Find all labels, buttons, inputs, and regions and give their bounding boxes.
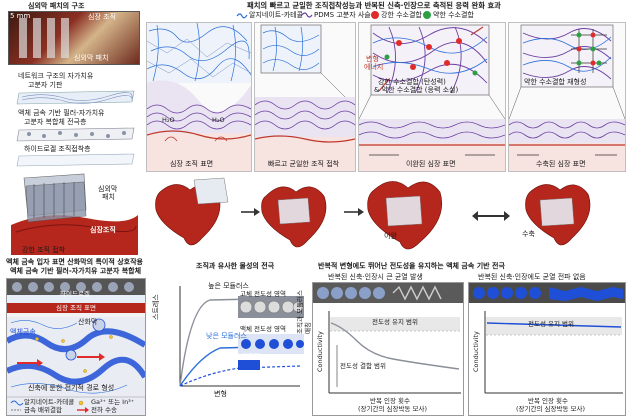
bottom-left-drawing (7, 279, 145, 415)
legend-charge-label: 전하 수송 (91, 406, 117, 414)
pdms-legend-icon (301, 12, 313, 18)
chart-b-xlabel-a: 반복 인장 횟수 (528, 397, 569, 405)
tissue-modulus-label-b: 매칭 (304, 322, 312, 334)
strong-weak-bond-label-b: & 약한 수소결합 (응력 소실) (374, 86, 459, 94)
heart-tissue-side-label: 심장조직 (90, 226, 116, 234)
epicardial-side-label: 심외막 (98, 185, 118, 193)
low-modulus-label: 낮은 모듈러스 (206, 332, 247, 340)
patch-on-heart-drawing (11, 173, 138, 255)
chart-a-defect-range: 전도성 결함 범위 (340, 362, 386, 370)
hearts-row-drawing (155, 177, 591, 250)
bottom-heart-surface-label: 심장 조직 표면 (56, 304, 97, 312)
chart-b-keep-range: 전도성 유지 범위 (528, 320, 574, 328)
chart-b-ylabel: Conductivity (472, 331, 480, 372)
contracted-surface-label: 수축된 심장 표면 (536, 160, 586, 168)
fast-adhesion-label: 빠르고 균일한 조직 접착 (268, 160, 340, 168)
strong-weak-bond-label-a: 강한 수소결합 (탄성력) (378, 78, 446, 86)
stress-strain-drawing (179, 286, 304, 387)
panel-fast-adhesion (254, 22, 356, 172)
liquid-region-label: 액체 전도성 영역 (240, 325, 286, 333)
panel3-drawing (359, 24, 505, 171)
panel4-drawing (509, 24, 625, 171)
panel2-drawing (255, 24, 355, 171)
polymer-substrate-label: 고분자 기판 (28, 81, 63, 89)
heart-tissue-label: 심장 조직 (88, 13, 116, 21)
patch-side-label: 패치 (102, 193, 115, 201)
heart-surface-label: 심장 조직 표면 (170, 160, 214, 168)
panel-heart-surface (146, 22, 252, 172)
relax-label: 이완 (384, 232, 397, 240)
conductivity-chart-b (468, 282, 626, 416)
bottom-right-sub-b: 반복된 신축·인장에도 균열 전파 없음 (478, 273, 586, 281)
conductivity-chart-a (312, 282, 464, 416)
bottom-right-title: 반복적 변형에도 뛰어난 전도성을 유지하는 액체 금속 기반 전극 (318, 262, 505, 270)
strong-adhesion-label: 강한 조직 접착 (22, 246, 66, 254)
legend-alginate-bottom: 알지네이트-카테콜 (24, 398, 75, 406)
patch-structure-title: 심외막 패치의 구조 (28, 2, 85, 10)
tissue-modulus-label-a: 조직과 모듈러스 (296, 290, 304, 334)
relaxed-surface-label: 이완된 심장 표면 (406, 160, 456, 168)
hydrogel-layer-drawing (16, 153, 135, 167)
electrode-layer-drawing (16, 127, 135, 142)
panel1-drawing (147, 23, 251, 171)
epicardial-patch-label: 심외막 패치 (74, 54, 109, 62)
polymer-legend-label: 고분자 (242, 352, 260, 360)
bottom-left-title-b: 액체 금속 기반 필러-자가치유 고분자 복합체 (10, 267, 142, 275)
composite-electrode-label: 고분자 복합체 전극층 (24, 118, 87, 126)
strong-bond-legend-icon (371, 11, 379, 19)
bottom-mid-title: 조직과 유사한 물성의 전극 (196, 262, 275, 270)
strain-axis-label: 변형 (214, 390, 227, 398)
legend-pdms-label: PDMS 고분자 사슬 (314, 11, 371, 19)
bottom-left-title-a: 액체 금속 입자 표면 산화막의 특이적 상호작용 (6, 258, 143, 266)
chart-a-drawing (313, 283, 463, 394)
solid-region-label: 고체 전도성 영역 (240, 290, 286, 298)
chart-b-drawing (469, 283, 625, 394)
network-self-healing-label: 네트워크 구조의 자가치유 (18, 72, 94, 80)
bottom-right-sub-a: 반복된 신축·인장시 큰 균열 발생 (328, 273, 423, 281)
panel-contracted-surface (508, 22, 626, 172)
chart-a-xlabel-a: 반복 인장 횟수 (370, 397, 411, 405)
conductive-path-label: 신축에 둔한 전기적 경로 형성 (28, 384, 115, 392)
stress-axis-label: 스트레스 (152, 294, 160, 320)
oxide-label: 산화막 (78, 318, 98, 326)
hydrogel-adhesive-label: 하이드로겔 조직접착층 (24, 145, 91, 153)
legend-strong-label: 강한 수소결합 (381, 11, 422, 19)
substrate-layer-drawing (16, 90, 135, 105)
weak-bond-legend-icon (423, 11, 431, 19)
patch-photo (8, 11, 140, 65)
transform-energy-label: 변형 (366, 55, 379, 63)
contract-label: 수축 (522, 230, 535, 238)
legend-weak-label: 약한 수소결합 (433, 11, 474, 19)
top-section-title: 패치의 빠르고 균일한 조직접착성능과 반복된 신축·인장으로 축적된 응력 완… (247, 1, 501, 10)
chart-b-xlabel-b: (장기간의 심장박동 모사) (516, 405, 586, 413)
legend-ga-label: Ga³⁺ 또는 In³⁺ (91, 398, 135, 406)
water-label-2: H₂O (212, 116, 225, 124)
chart-a-ylabel: Conductivity (316, 331, 324, 372)
legend-metal-coord-label: 금속 배위결합 (24, 406, 62, 414)
high-modulus-label: 높은 모듈러스 (208, 282, 249, 290)
hydrogel-label: 하이드로겔 (60, 290, 90, 298)
liquid-metal-electrode-label: 액체 금속 기반 필러-자가치유 (18, 109, 105, 117)
water-label-1: H₂O (162, 116, 175, 124)
chart-a-xlabel-b: (장기간의 심장박동 모사) (358, 405, 428, 413)
chart-a-keep-range: 전도성 유지 범위 (372, 318, 418, 326)
legend-alginate-label: 알지네이트-카테콜 (249, 11, 304, 19)
liquid-metal-label: 액체금속 (10, 328, 36, 336)
bottom-left-panel (6, 278, 146, 416)
scale-bar-label: 5 mm (10, 12, 31, 20)
transform-energy-label-2: 에너지 (364, 63, 384, 71)
alginate-legend-icon (236, 13, 248, 19)
weak-bond-reform-label: 약한 수소결합 재형성 (524, 78, 587, 86)
panel-relaxed-surface (358, 22, 506, 172)
